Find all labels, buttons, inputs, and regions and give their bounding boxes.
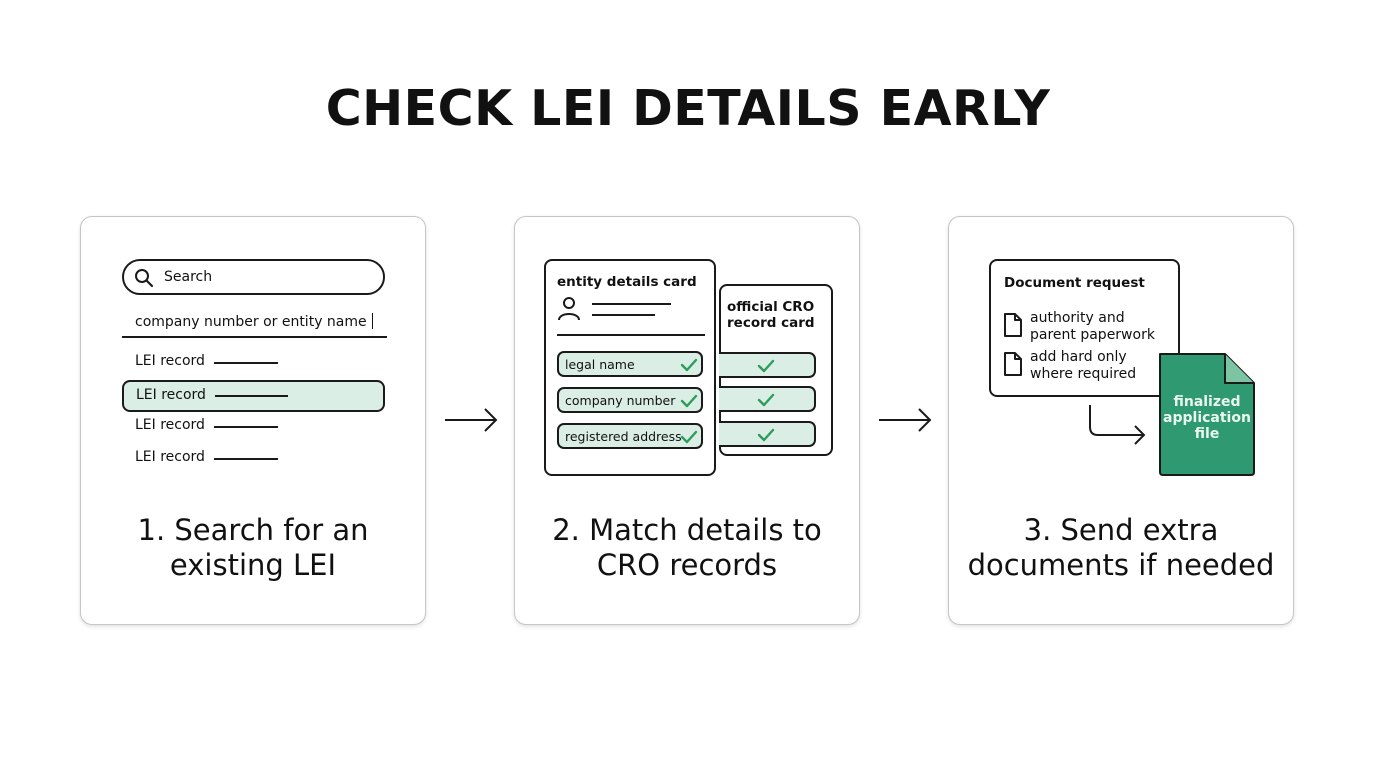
route-arrow-icon <box>1089 405 1146 445</box>
query-underline <box>122 336 387 338</box>
caption-line: 3. Send extra <box>1023 513 1219 547</box>
entity-details-card: entity details card legal name company n… <box>544 259 716 476</box>
result-placeholder-line <box>214 362 278 364</box>
result-label: LEI record <box>135 449 205 465</box>
document-item-line: parent paperwork <box>1030 327 1155 343</box>
caption-line: existing LEI <box>169 548 337 582</box>
step-3-panel: Document request authority and parent pa… <box>948 216 1294 625</box>
step-2-panel: official CRO record card entity details … <box>514 216 860 625</box>
document-item-text: authority and parent paperwork <box>1030 310 1155 344</box>
document-item-line: add hard only <box>1030 349 1127 365</box>
match-row <box>719 386 816 412</box>
card-title-line: record card <box>727 315 815 331</box>
caption-line: 1. Search for an <box>137 513 369 547</box>
finalized-file-icon <box>1159 353 1255 476</box>
step-1-panel: Search company number or entity name LEI… <box>80 216 426 625</box>
cro-record-card: official CRO record card <box>719 284 833 456</box>
result-placeholder-line <box>215 395 288 397</box>
card-divider <box>557 334 705 336</box>
document-icon <box>1004 352 1022 376</box>
result-item-selected[interactable]: LEI record <box>122 380 385 412</box>
step-2-caption: 2. Match details to CRO records <box>515 513 859 583</box>
field-label: company number <box>565 393 676 408</box>
document-item-line: where required <box>1030 366 1137 382</box>
finalized-file-label: finalized application file <box>1157 394 1257 442</box>
document-request-title: Document request <box>1004 275 1145 291</box>
cro-card-title: official CRO record card <box>727 299 815 331</box>
document-item-text: add hard only where required <box>1030 349 1136 383</box>
arrow-right-icon <box>445 408 498 432</box>
card-title-line: official CRO <box>727 299 815 315</box>
checkmark-icon <box>757 359 775 373</box>
placeholder-line <box>592 314 655 316</box>
finalized-file-line: finalized <box>1173 394 1241 410</box>
result-placeholder-line <box>214 426 278 428</box>
caption-line: documents if needed <box>967 548 1275 582</box>
page-title: CHECK LEI DETAILS EARLY <box>325 80 1051 137</box>
checkmark-icon <box>757 428 775 442</box>
finalized-file-line: file <box>1194 426 1220 442</box>
match-row <box>719 421 816 447</box>
search-query-input[interactable]: company number or entity name <box>135 313 374 330</box>
document-icon <box>1004 313 1022 337</box>
search-label: Search <box>164 269 213 285</box>
caption-line: CRO records <box>596 548 778 582</box>
checkmark-icon <box>680 394 698 408</box>
result-item[interactable]: LEI record <box>122 411 385 443</box>
checkmark-icon <box>757 393 775 407</box>
field-legal-name: legal name <box>557 351 703 377</box>
entity-card-title: entity details card <box>557 274 697 290</box>
result-label: LEI record <box>135 353 205 369</box>
arrow-right-icon <box>879 408 932 432</box>
match-row <box>719 352 816 378</box>
checkmark-icon <box>680 358 698 372</box>
checkmark-icon <box>680 430 698 444</box>
user-icon <box>558 297 580 321</box>
search-query-text: company number or entity name <box>135 314 367 330</box>
field-label: registered address <box>565 429 682 444</box>
step-1-caption: 1. Search for an existing LEI <box>81 513 425 583</box>
finalized-file-line: application <box>1163 410 1251 426</box>
result-item[interactable]: LEI record <box>122 347 385 379</box>
text-caret <box>371 313 374 329</box>
document-item-line: authority and <box>1030 310 1125 326</box>
field-company-number: company number <box>557 387 703 413</box>
placeholder-line <box>592 303 671 305</box>
search-icon <box>135 269 154 288</box>
caption-line: 2. Match details to <box>552 513 822 547</box>
field-registered-address: registered address <box>557 423 703 449</box>
result-label: LEI record <box>136 387 206 403</box>
result-item[interactable]: LEI record <box>122 443 385 475</box>
step-3-caption: 3. Send extra documents if needed <box>949 513 1293 583</box>
document-request-card: Document request authority and parent pa… <box>989 259 1180 397</box>
field-label: legal name <box>565 357 635 372</box>
search-bar[interactable]: Search <box>122 259 385 295</box>
result-label: LEI record <box>135 417 205 433</box>
result-placeholder-line <box>214 458 278 460</box>
